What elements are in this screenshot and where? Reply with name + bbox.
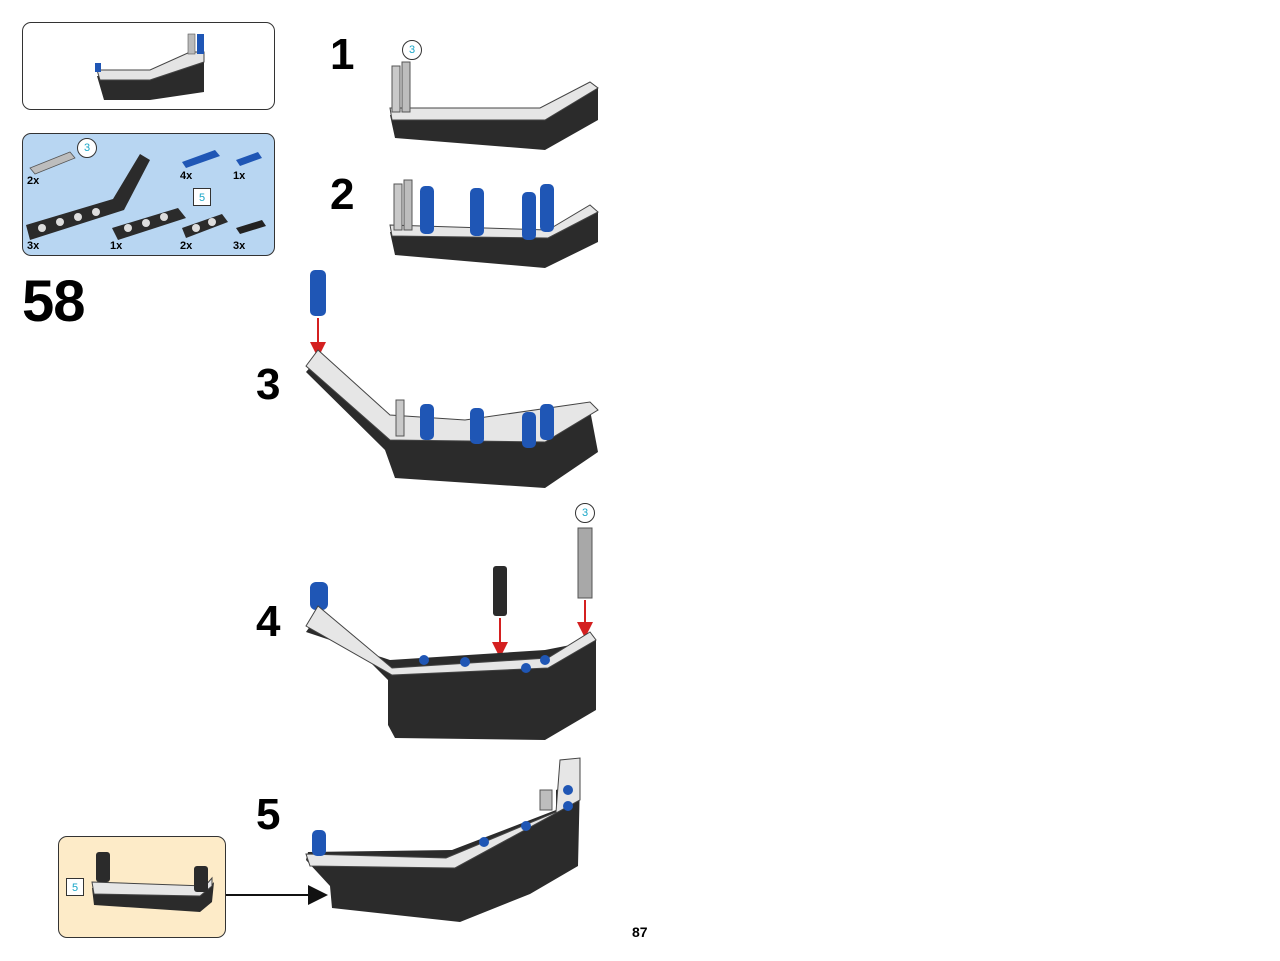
subassembly-image	[91, 852, 328, 912]
substep-4-axle-callout: 3	[575, 503, 595, 523]
substep-5-number: 5	[256, 790, 281, 839]
substep-1-axle-callout: 3	[402, 40, 422, 60]
substep-2-number: 2	[330, 170, 355, 219]
overview-model-image	[95, 33, 205, 100]
qty-axle: 2x	[27, 175, 40, 187]
substep-1-number: 1	[330, 30, 355, 79]
qty-pin-long: 4x	[180, 170, 193, 182]
substep-3-image	[305, 270, 599, 488]
substep-4-number: 4	[256, 597, 281, 646]
qty-angled-beam: 3x	[27, 240, 40, 252]
substep-1-image	[389, 61, 599, 150]
substep-2-image	[389, 179, 599, 268]
substep-5-image	[305, 757, 581, 922]
parts-images	[26, 150, 266, 240]
qty-pin-short: 1x	[233, 170, 246, 182]
subassembly-length-callout: 5	[66, 878, 84, 896]
substep-3-number: 3	[256, 360, 281, 409]
qty-beam: 1x	[110, 240, 123, 252]
qty-connector: 3x	[233, 240, 246, 252]
short-beam-length-callout: 5	[193, 188, 211, 206]
step-number: 58	[22, 269, 86, 334]
parts-list-panel	[22, 133, 275, 256]
axle-length-callout: 3	[77, 138, 97, 158]
qty-short-beam: 2x	[180, 240, 193, 252]
substep-4-image	[305, 527, 597, 740]
page-number: 87	[632, 924, 648, 940]
